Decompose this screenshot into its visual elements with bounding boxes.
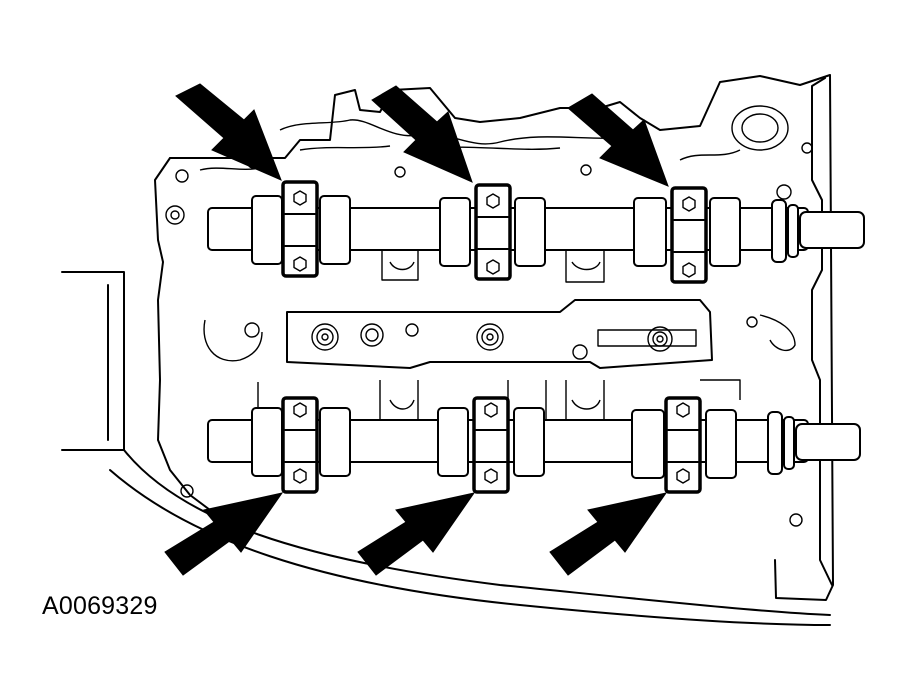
- pointer-arrow-upper-1: [175, 83, 282, 181]
- pointer-arrow-upper-2: [371, 85, 473, 183]
- bearing-cap-lower-2: [472, 396, 510, 494]
- pointer-arrow-upper-3: [567, 93, 669, 187]
- pointer-arrow-lower-3: [549, 492, 668, 576]
- pointer-arrow-lower-2: [357, 492, 476, 576]
- bearing-cap-upper-3: [670, 186, 708, 284]
- bearing-cap-lower-3: [664, 396, 702, 494]
- bearing-cap-upper-2: [474, 183, 512, 281]
- spark-plug-rail: [203, 299, 796, 369]
- pointer-arrow-lower-1: [164, 492, 284, 576]
- bearing-cap-lower-1: [281, 396, 319, 494]
- figure-code: A0069329: [42, 592, 158, 620]
- bearing-cap-upper-1: [281, 180, 319, 278]
- engine-block-outline: [61, 271, 831, 626]
